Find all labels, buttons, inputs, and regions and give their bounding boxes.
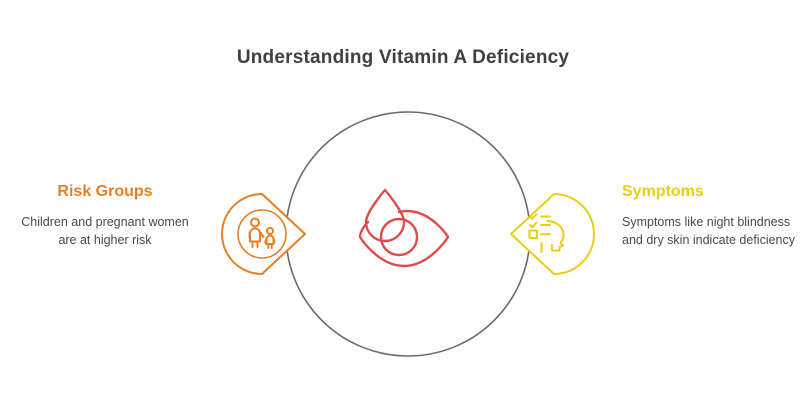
adult-and-child-icon (248, 217, 276, 249)
risk-groups-block: Risk Groups Children and pregnant women … (12, 183, 198, 249)
risk-groups-icon-ring (237, 209, 287, 259)
risk-groups-badge-outline (221, 193, 306, 275)
center-circle-outline (285, 111, 531, 357)
page-title: Understanding Vitamin A Deficiency (236, 47, 570, 68)
symptoms-description: Symptoms like night blindness and dry sk… (622, 215, 796, 247)
risk-groups-heading: Risk Groups (57, 183, 153, 200)
head-profile-checklist-icon (528, 213, 565, 253)
symptoms-heading: Symptoms (622, 183, 704, 200)
risk-groups-badge[interactable] (221, 193, 306, 275)
eye-with-droplet-icon (358, 188, 450, 268)
symptoms-badge-outline (510, 193, 595, 275)
symptoms-badge[interactable] (510, 193, 595, 275)
risk-groups-description: Children and pregnant women are at highe… (21, 215, 189, 247)
symptoms-block: Symptoms Symptoms like night blindness a… (622, 183, 798, 249)
